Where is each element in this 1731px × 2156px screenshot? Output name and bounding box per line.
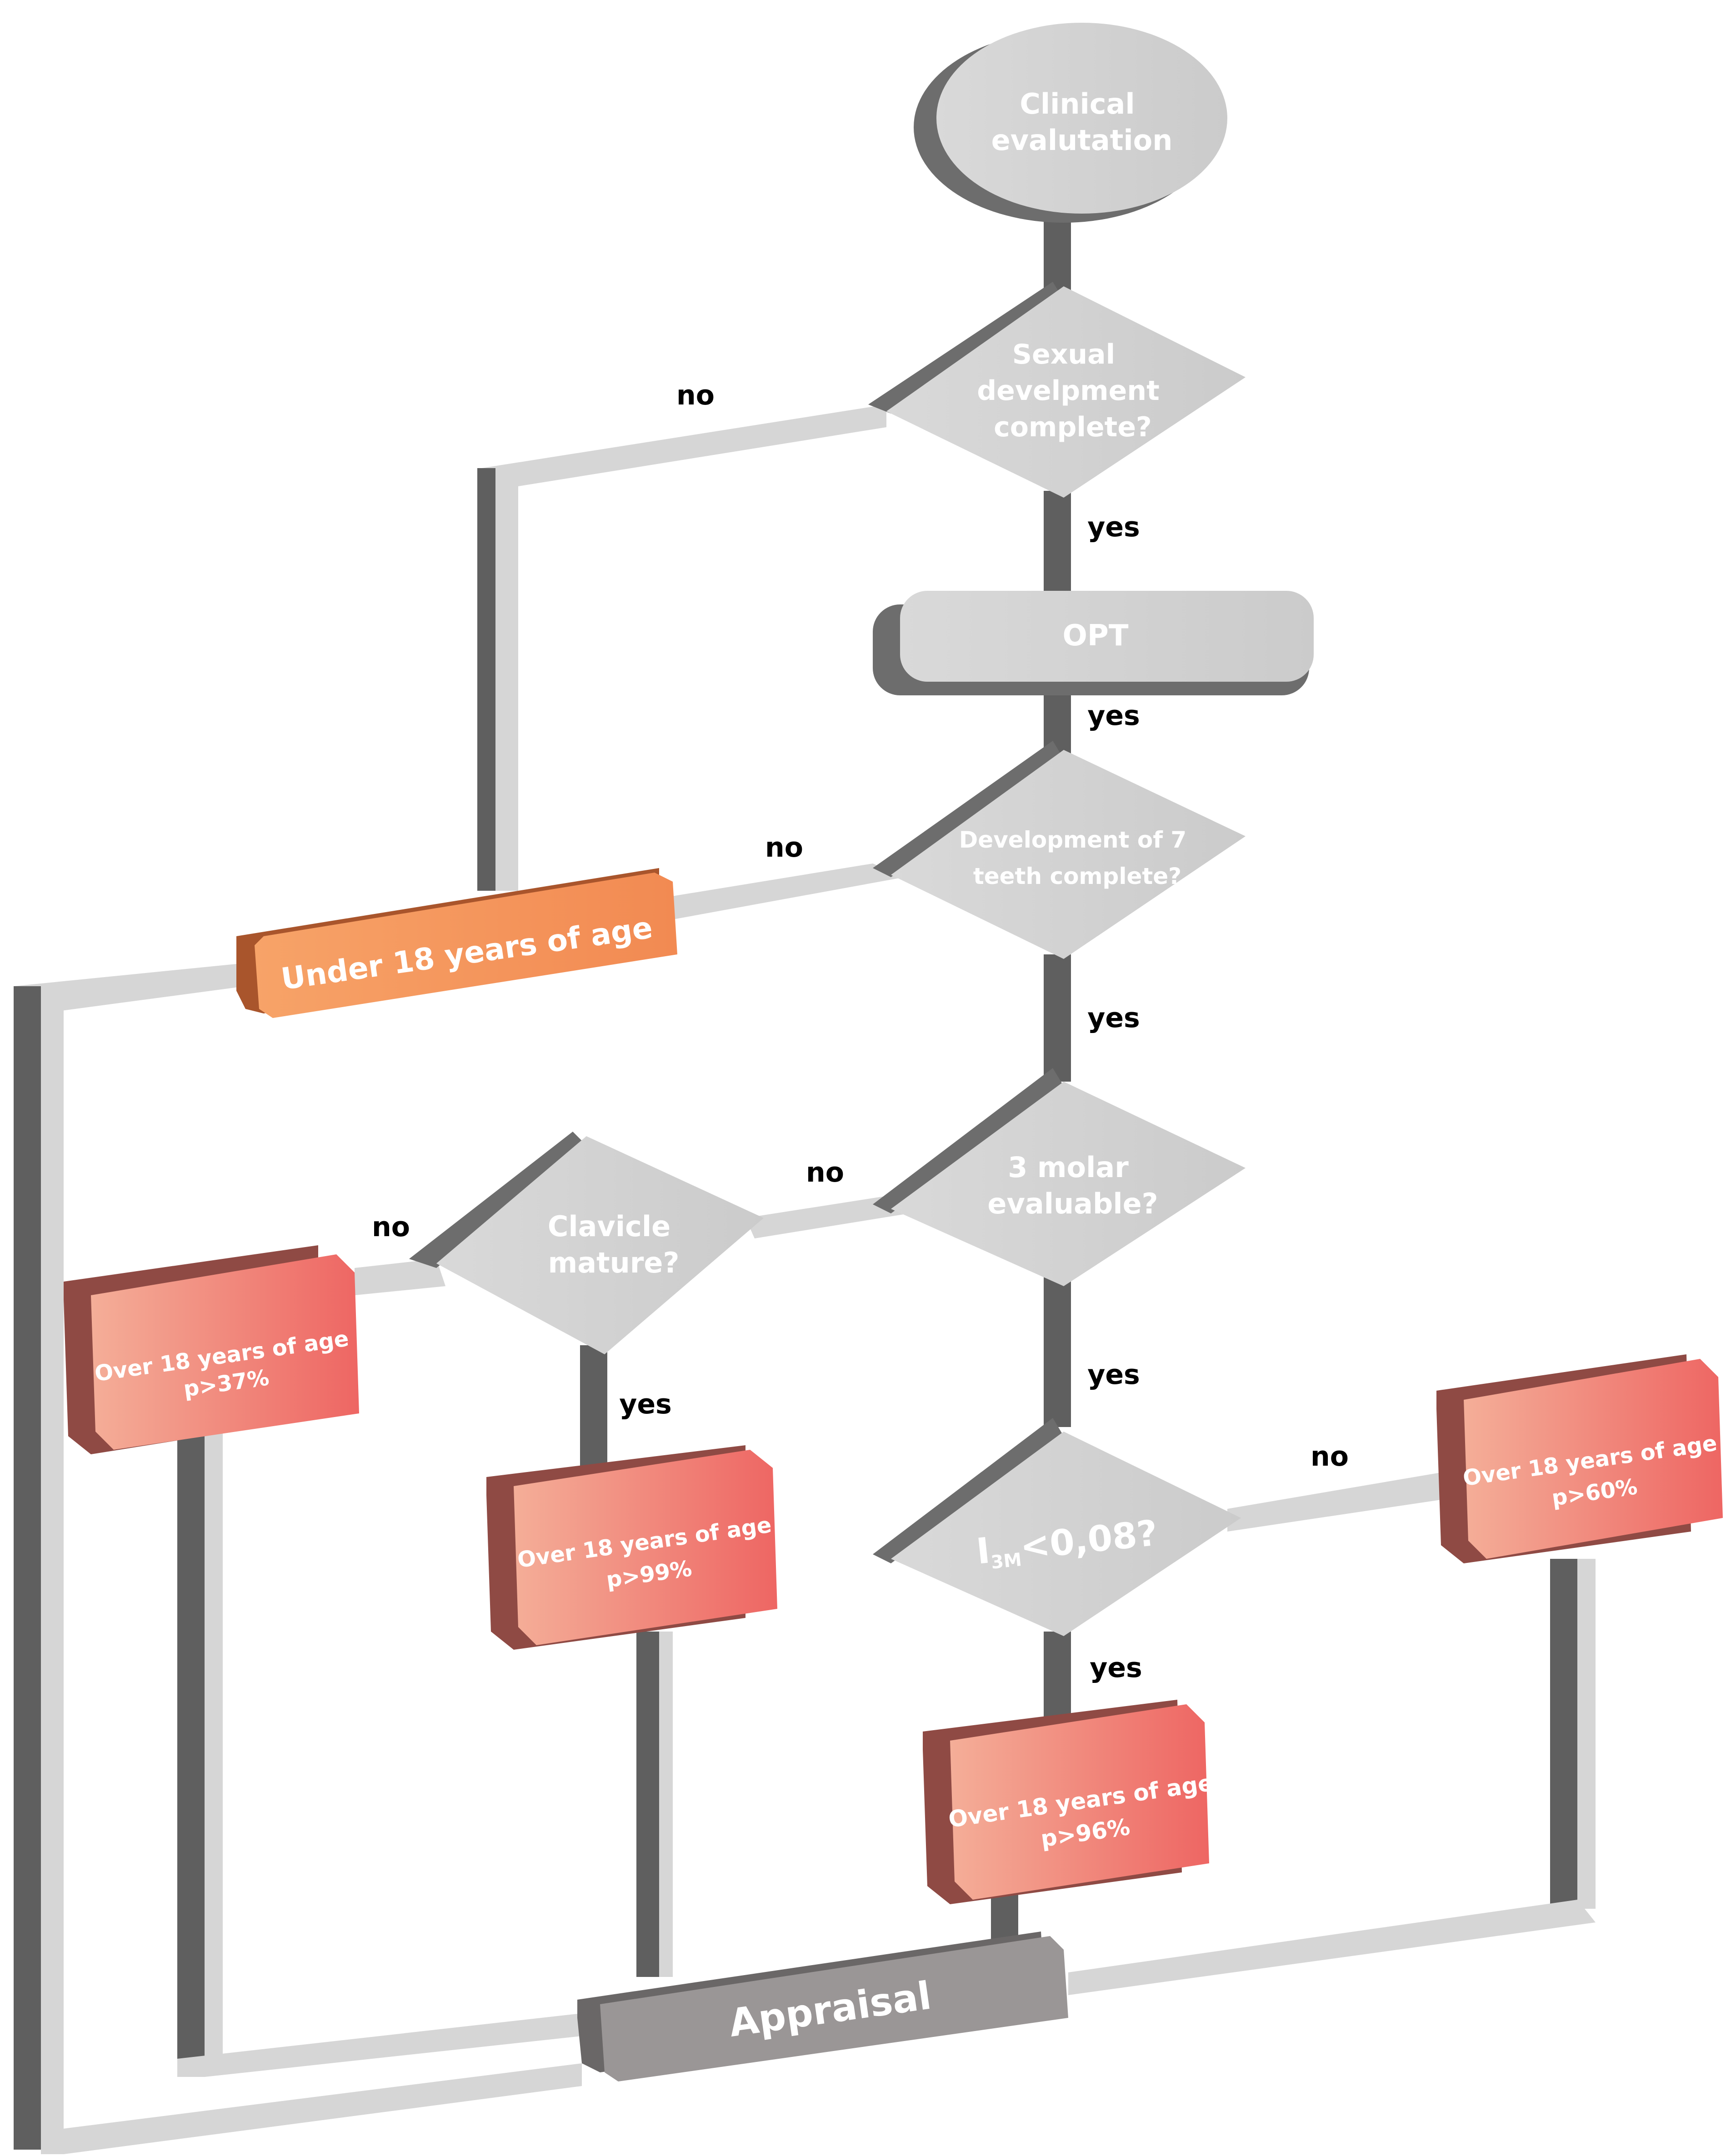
pipe-sexual-no-vertical-side bbox=[477, 468, 495, 891]
clavicle-diamond-side bbox=[409, 1132, 586, 1268]
node-opt: OPT bbox=[873, 591, 1314, 695]
sexual-diamond-side bbox=[868, 282, 1064, 414]
edge-label-clavicle-yes: yes bbox=[619, 1388, 672, 1420]
pipe-molar-to-i3m bbox=[1044, 1273, 1071, 1427]
edge-labels: no yes yes no yes no yes no yes no yes bbox=[372, 379, 1349, 1684]
pipe-outer-left-side bbox=[14, 986, 41, 2150]
i3m-label-subscript: 3M bbox=[990, 1549, 1023, 1573]
node-under-18: Under 18 years of age bbox=[236, 868, 677, 1018]
pipe-sexual-to-opt bbox=[1044, 491, 1071, 609]
over96-box-top bbox=[950, 1704, 1209, 1900]
pipe-over37-down-side bbox=[177, 1409, 205, 2077]
sexual-label-line3: complete? bbox=[994, 411, 1152, 443]
node-clavicle: Clavicle mature? bbox=[409, 1132, 764, 1354]
over99-box-top bbox=[514, 1450, 777, 1645]
sexual-label-line2: develpment bbox=[977, 375, 1160, 407]
pipe-over37-down-front bbox=[205, 1409, 223, 2063]
appraisal-box-top bbox=[600, 1936, 1068, 2081]
node-over-18-p96: Over 18 years of age p>96% bbox=[923, 1700, 1215, 1904]
opt-label: OPT bbox=[1063, 619, 1129, 653]
edge-label-i3m-yes: yes bbox=[1090, 1652, 1142, 1684]
edge-label-clavicle-no: no bbox=[372, 1211, 410, 1243]
pipe-outer-left-front bbox=[41, 1009, 64, 2150]
pipe-sexual-no-vertical-front bbox=[495, 482, 518, 891]
edge-label-teeth-no: no bbox=[765, 832, 803, 863]
clavicle-label-line1: Clavicle bbox=[548, 1210, 670, 1243]
teeth-label-line1: Development of 7 bbox=[959, 827, 1186, 853]
pipe-opt-to-teeth bbox=[1044, 691, 1071, 754]
pipe-over60-bottom bbox=[1068, 1900, 1596, 1995]
molar-label-line1: 3 molar bbox=[1008, 1151, 1129, 1184]
edge-label-opt-yes: yes bbox=[1087, 700, 1140, 732]
node-3-molar: 3 molar evaluable? bbox=[873, 1068, 1246, 1286]
edge-label-sexual-yes: yes bbox=[1087, 511, 1140, 543]
under18-box-top bbox=[255, 873, 677, 1018]
molar-diamond-side bbox=[873, 1068, 1064, 1213]
start-label-line1: Clinical bbox=[1020, 87, 1135, 120]
node-over-18-p99: Over 18 years of age p>99% bbox=[486, 1445, 777, 1650]
teeth-label-line2: teeth complete? bbox=[973, 863, 1181, 889]
edge-label-teeth-yes: yes bbox=[1087, 1002, 1140, 1034]
pipe-clavicle-no bbox=[355, 1259, 445, 1295]
pipe-under-left-horizontal bbox=[14, 963, 245, 1013]
pipe-sexual-no-horizontal bbox=[482, 404, 886, 486]
opt-box-top bbox=[900, 591, 1314, 682]
edge-label-molar-no: no bbox=[806, 1157, 844, 1188]
pipe-outer-bottom bbox=[41, 2063, 582, 2154]
edge-label-sexual-no: no bbox=[676, 379, 715, 411]
node-i3m: I3M<0,08? bbox=[873, 1418, 1241, 1636]
clavicle-diamond-top bbox=[436, 1136, 764, 1354]
i3m-diamond-top bbox=[891, 1432, 1241, 1636]
sexual-diamond-top bbox=[886, 286, 1246, 498]
edge-label-molar-yes: yes bbox=[1087, 1359, 1140, 1391]
node-teeth-development: Development of 7 teeth complete? bbox=[873, 741, 1246, 959]
node-over-18-p60: Over 18 years of age p>60% bbox=[1436, 1354, 1723, 1563]
edge-label-i3m-no: no bbox=[1311, 1441, 1349, 1472]
pipe-i3m-to-over96 bbox=[1044, 1632, 1071, 1722]
node-sexual-development: Sexual develpment complete? bbox=[868, 282, 1246, 498]
pipe-clavicle-yes bbox=[580, 1345, 607, 1472]
connectors bbox=[14, 214, 1596, 2154]
pipe-over99-down-front bbox=[659, 1632, 673, 1977]
node-over-18-p37: Over 18 years of age p>37% bbox=[64, 1245, 359, 1454]
pipe-over60-down-side bbox=[1550, 1559, 1577, 1909]
pipe-over99-down-side bbox=[636, 1632, 659, 1977]
pipe-i3m-no bbox=[1227, 1472, 1441, 1532]
molar-label-line2: evaluable? bbox=[987, 1187, 1158, 1220]
pipe-teeth-to-molar bbox=[1044, 954, 1071, 1082]
over37-box-top bbox=[91, 1254, 359, 1450]
pipe-teeth-no bbox=[664, 863, 905, 920]
pipe-over37-bottom bbox=[177, 2013, 582, 2077]
pipe-over60-down-front bbox=[1577, 1559, 1596, 1909]
teeth-diamond-side bbox=[873, 741, 1064, 877]
sexual-label-line1: Sexual bbox=[1012, 339, 1115, 370]
i3m-diamond-side bbox=[873, 1418, 1064, 1563]
start-label-line2: evalutation bbox=[991, 124, 1173, 157]
clavicle-label-line2: mature? bbox=[548, 1246, 680, 1279]
over60-box-top bbox=[1464, 1359, 1723, 1559]
node-start: Clinical evalutation bbox=[914, 23, 1227, 223]
pipe-molar-no bbox=[745, 1195, 909, 1238]
teeth-diamond-top bbox=[891, 750, 1246, 959]
molar-diamond-top bbox=[891, 1082, 1246, 1286]
start-ellipse-top bbox=[936, 23, 1227, 214]
node-appraisal: Appraisal bbox=[577, 1931, 1068, 2081]
